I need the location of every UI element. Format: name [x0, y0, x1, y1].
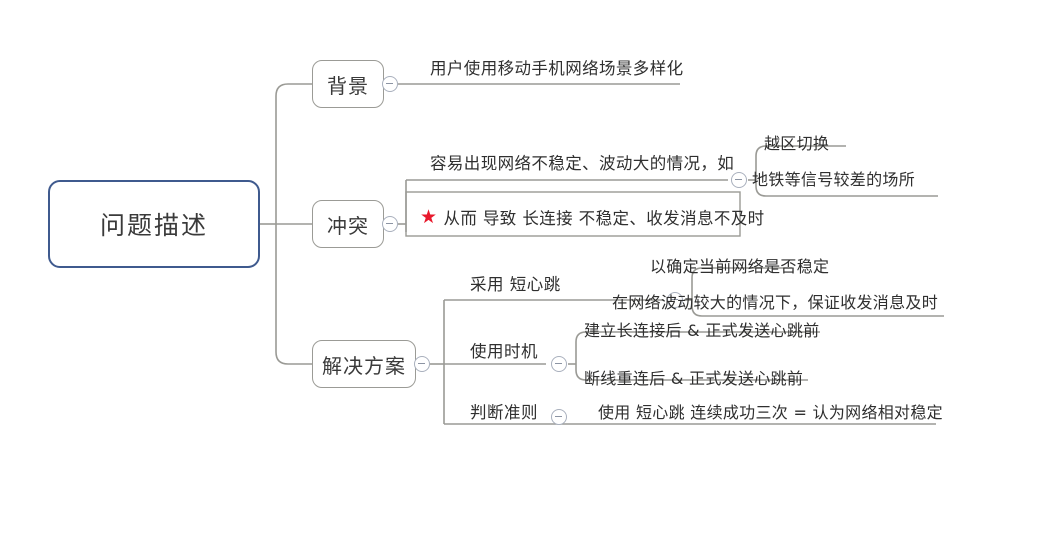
collapse-minus-icon-solution[interactable]: [414, 356, 430, 372]
leaf-solution-1-0[interactable]: 建立长连接后 & 正式发送心跳前: [584, 321, 820, 340]
leaf-conflict-1-label: 从而 导致 长连接 不稳定、收发消息不及时: [443, 209, 765, 228]
branch-node-solution-label: 解决方案: [322, 353, 406, 378]
leaf-solution-1[interactable]: 使用时机: [470, 342, 538, 361]
leaf-conflict-0-1[interactable]: 地铁等信号较差的场所: [752, 170, 916, 189]
leaf-conflict-0[interactable]: 容易出现网络不稳定、波动大的情况，如: [430, 154, 735, 173]
leaf-solution-2-0[interactable]: 使用 短心跳 连续成功三次 = 认为网络相对稳定: [598, 403, 943, 422]
leaf-conflict-1[interactable]: ★ 从而 导致 长连接 不稳定、收发消息不及时: [420, 205, 765, 229]
leaf-conflict-0-0[interactable]: 越区切换: [764, 134, 830, 153]
leaf-solution-0-1[interactable]: 在网络波动较大的情况下，保证收发消息及时: [612, 293, 939, 312]
collapse-minus-icon-solution-1[interactable]: [551, 356, 567, 372]
root-node-label: 问题描述: [99, 211, 208, 240]
leaf-solution-0[interactable]: 采用 短心跳: [470, 275, 561, 294]
branch-node-background[interactable]: 背景: [312, 60, 384, 108]
branch-node-conflict[interactable]: 冲突: [312, 200, 384, 248]
collapse-minus-icon-conflict-0[interactable]: [731, 172, 747, 188]
leaf-background-0[interactable]: 用户使用移动手机网络场景多样化: [430, 59, 684, 78]
leaf-solution-2[interactable]: 判断准则: [470, 403, 538, 422]
branch-node-conflict-label: 冲突: [327, 213, 369, 238]
leaf-solution-1-1[interactable]: 断线重连后 & 正式发送心跳前: [584, 369, 804, 388]
branch-node-solution[interactable]: 解决方案: [312, 340, 416, 388]
collapse-minus-icon-solution-2[interactable]: [551, 409, 567, 425]
leaf-solution-0-0[interactable]: 以确定当前网络是否稳定: [650, 257, 830, 276]
branch-node-background-label: 背景: [327, 73, 369, 98]
red-star-icon: ★: [420, 205, 438, 228]
collapse-minus-icon-solution-0[interactable]: [667, 292, 683, 308]
root-node[interactable]: 问题描述: [48, 180, 260, 268]
collapse-minus-icon-background[interactable]: [382, 76, 398, 92]
collapse-minus-icon-conflict[interactable]: [382, 216, 398, 232]
